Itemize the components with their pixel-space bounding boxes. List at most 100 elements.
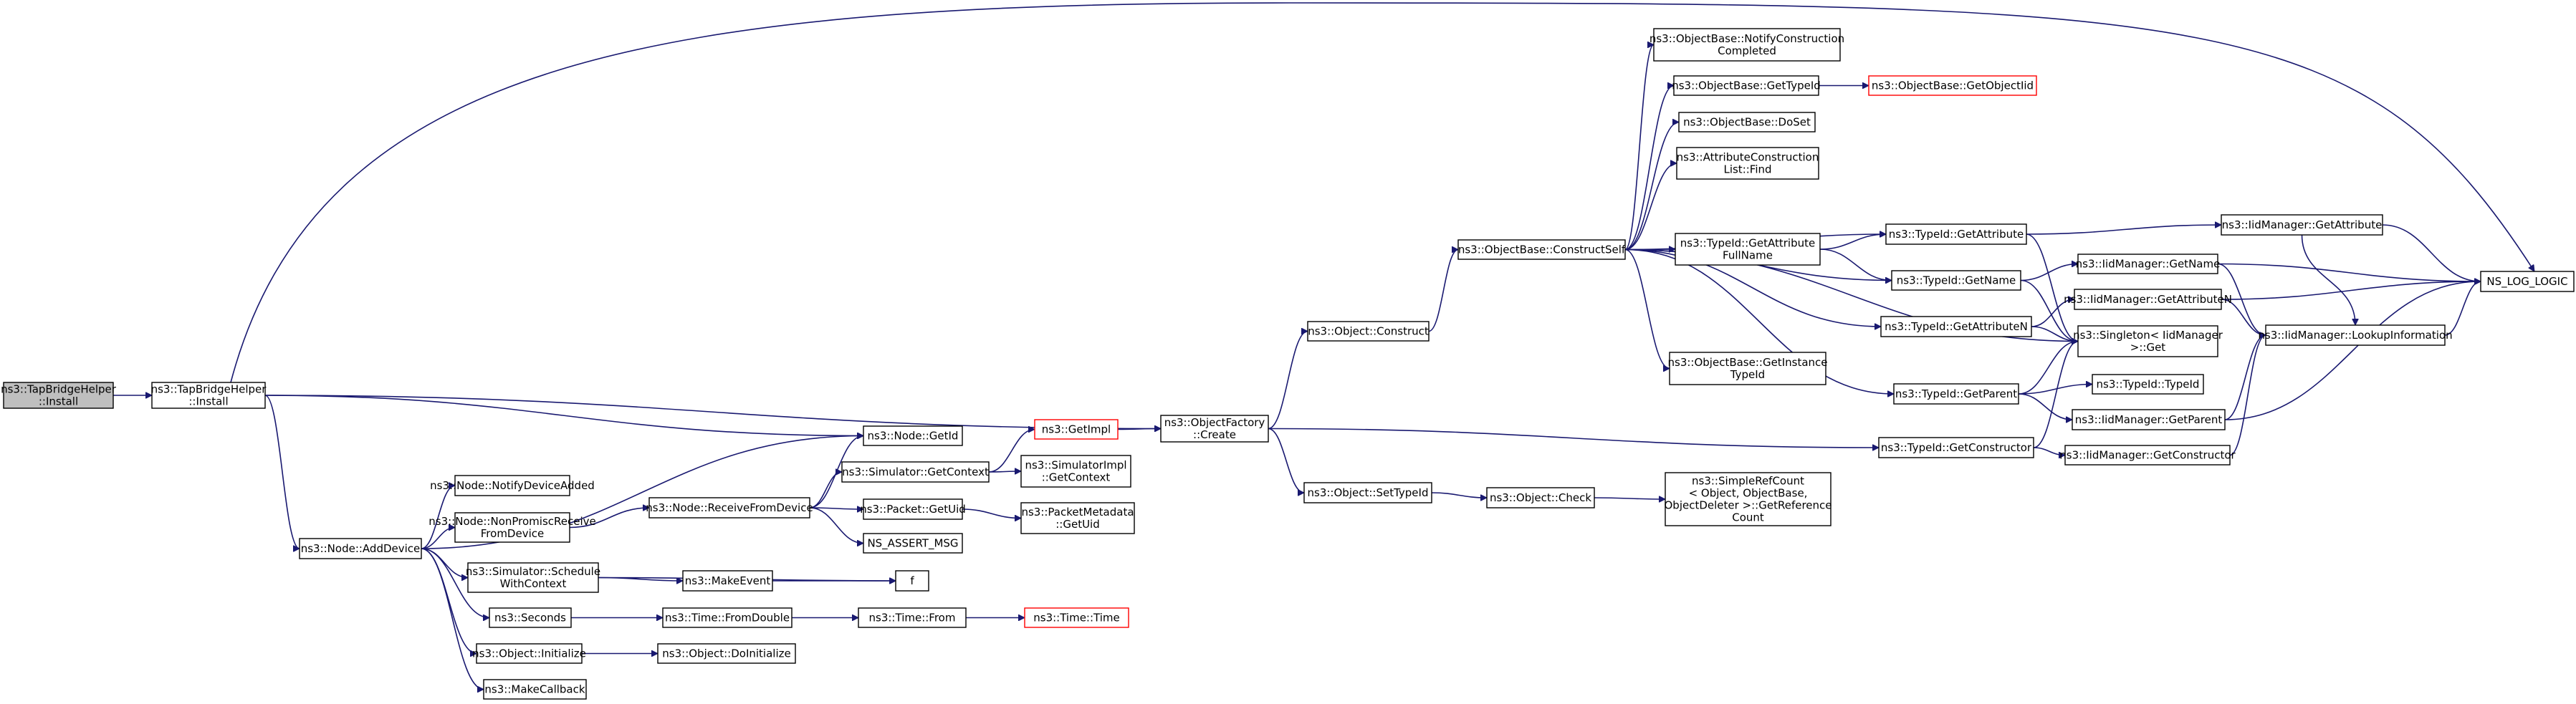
graph-node-constructself[interactable]: ns3::ObjectBase::ConstructSelf [1457,239,1626,260]
node-box [1024,607,1129,628]
graph-node-fromdouble[interactable]: ns3::Time::FromDouble [662,607,793,628]
graph-node-pktmeta-getuid[interactable]: ns3::PacketMetadata::GetUid [1020,502,1135,534]
graph-node-getimpl[interactable]: ns3::GetImpl [1034,419,1119,440]
graph-node-obj-construct[interactable]: ns3::Object::Construct [1307,321,1430,342]
node-label: ns3::Object::Construct [1308,324,1429,337]
graph-node-tid-getparent[interactable]: ns3::TypeId::GetParent [1893,383,2019,405]
graph-node-objfactory-create[interactable]: ns3::ObjectFactory::Create [1160,415,1269,443]
graph-node-time-from[interactable]: ns3::Time::From [858,607,967,628]
node-label: ns3::IidManager::GetConstructor [2059,448,2236,461]
graph-node-iid-lookup[interactable]: ns3::IidManager::LookupInformation [2258,324,2453,346]
call-edge [2018,385,2092,395]
call-edge [1268,428,1879,448]
node-label: ns3::TapBridgeHelper [1,382,117,395]
node-box [1307,321,1430,342]
node-label: ns3::ObjectBase::NotifyConstruction [1649,32,1844,45]
graph-node-simplerefcount[interactable]: ns3::SimpleRefCount< Object, ObjectBase,… [1664,472,1832,526]
node-label: ns3::IidManager::GetParent [2075,413,2223,426]
graph-node-obj-settypeid[interactable]: ns3::Object::SetTypeId [1303,482,1432,503]
graph-node-simimpl-getcontext[interactable]: ns3::SimulatorImpl::GetContext [1020,455,1131,488]
node-box [1034,419,1119,440]
call-edge [809,472,843,508]
graph-node-obj-doinitialize[interactable]: ns3::Object::DoInitialize [657,643,796,664]
node-label: ns3::Node::AddDevice [301,542,421,555]
graph-node-iid-getparent[interactable]: ns3::IidManager::GetParent [2072,409,2226,430]
node-box [1678,112,1816,132]
node-label: ns3::Seconds [494,611,566,624]
node-label: ns3::TypeId::GetAttribute [1889,228,2024,241]
node-label: ns3::TapBridgeHelper [151,382,267,395]
graph-node-ob-gettypeid[interactable]: ns3::ObjectBase::GetTypeId [1672,75,1821,96]
graph-node-makecallback[interactable]: ns3::MakeCallback [483,679,587,700]
graph-node-notifyconstruction[interactable]: ns3::ObjectBase::NotifyConstructionCompl… [1649,28,1844,62]
node-label: ns3::IidManager::GetAttributeN [2064,293,2232,306]
node-box [1891,270,2021,291]
nodes-layer: ns3::TapBridgeHelper::Installns3::TapBri… [1,28,2575,700]
node-label: Count [1732,511,1764,524]
graph-node-notifydeviceadded[interactable]: ns3::Node::NotifyDeviceAdded [430,475,595,496]
node-label: ::GetContext [1042,471,1111,483]
node-box [1457,239,1626,260]
node-label: ns3::ObjectBase::GetObjectIid [1872,79,2034,92]
node-box [151,382,266,409]
graph-node-assert[interactable]: NS_ASSERT_MSG [863,533,963,554]
graph-node-seconds[interactable]: ns3::Seconds [489,607,572,628]
call-edge [1431,492,1487,498]
graph-node-tid-typeid[interactable]: ns3::TypeId::TypeId [2092,374,2204,395]
graph-node-singleton-get[interactable]: ns3::Singleton< IidManager>::Get [2073,325,2223,357]
call-edge [1428,250,1459,332]
graph-node-tid-getattribute[interactable]: ns3::TypeId::GetAttribute [1885,223,2027,245]
graph-node-iid-getname[interactable]: ns3::IidManager::GetName [2076,254,2221,274]
node-box [467,562,599,593]
node-box [662,607,793,628]
call-edge [421,528,456,549]
graph-node-ob-doset[interactable]: ns3::ObjectBase::DoSet [1678,112,1816,132]
node-label: ::Install [39,395,78,408]
node-label: ns3::PacketMetadata [1021,506,1134,519]
graph-node-ns-log-logic[interactable]: NS_LOG_LOGIC [2480,271,2575,292]
node-label: ns3::Object::Check [1490,491,1591,504]
graph-node-obj-initialize[interactable]: ns3::Object::Initialize [472,643,586,664]
node-label: ns3::TypeId::GetAttribute [1680,236,1815,249]
graph-node-tid-getattributen[interactable]: ns3::TypeId::GetAttributeN [1880,316,2032,337]
graph-node-time-time[interactable]: ns3::Time::Time [1024,607,1129,628]
call-edge [809,507,863,544]
graph-node-iid-getattributen[interactable]: ns3::IidManager::GetAttributeN [2064,289,2232,310]
call-edge [2018,393,2072,420]
node-label: ns3::ObjectFactory [1164,416,1265,429]
graph-node-tid-getconstructor[interactable]: ns3::TypeId::GetConstructor [1878,437,2034,458]
node-box [1675,233,1821,266]
call-edge [2020,264,2078,281]
node-box [476,643,583,664]
node-box [648,497,810,519]
graph-node-install-root[interactable]: ns3::TapBridgeHelper::Install [1,382,117,409]
graph-node-iid-getattribute[interactable]: ns3::IidManager::GetAttribute [2221,214,2383,236]
graph-node-receivefromdevice[interactable]: ns3::Node::ReceiveFromDevice [646,497,813,519]
graph-node-iid-getconstructor[interactable]: ns3::IidManager::GetConstructor [2059,445,2236,466]
call-edge [421,486,456,549]
node-box [299,538,422,559]
node-box [2064,445,2231,466]
graph-node-ob-getobjectiid[interactable]: ns3::ObjectBase::GetObjectIid [1868,75,2037,96]
call-edge [1594,498,1665,499]
graph-node-install[interactable]: ns3::TapBridgeHelper::Install [151,382,267,409]
node-box [454,475,570,496]
call-edge [421,548,469,578]
graph-node-tid-getname[interactable]: ns3::TypeId::GetName [1891,270,2021,291]
graph-node-getid[interactable]: ns3::Node::GetId [863,425,963,446]
graph-node-sim-getcontext[interactable]: ns3::Simulator::GetContext [841,461,990,483]
node-box [2072,409,2226,430]
graph-node-obj-check[interactable]: ns3::Object::Check [1486,487,1595,508]
graph-node-adddevice[interactable]: ns3::Node::AddDevice [299,538,422,559]
graph-node-packet-getuid[interactable]: ns3::Packet::GetUid [860,498,966,520]
graph-node-makeevent[interactable]: ns3::MakeEvent [682,570,773,592]
node-box [895,570,929,592]
node-label: ns3::Node::NotifyDeviceAdded [430,479,595,492]
graph-node-f[interactable]: f [895,570,929,592]
node-box [682,570,773,592]
